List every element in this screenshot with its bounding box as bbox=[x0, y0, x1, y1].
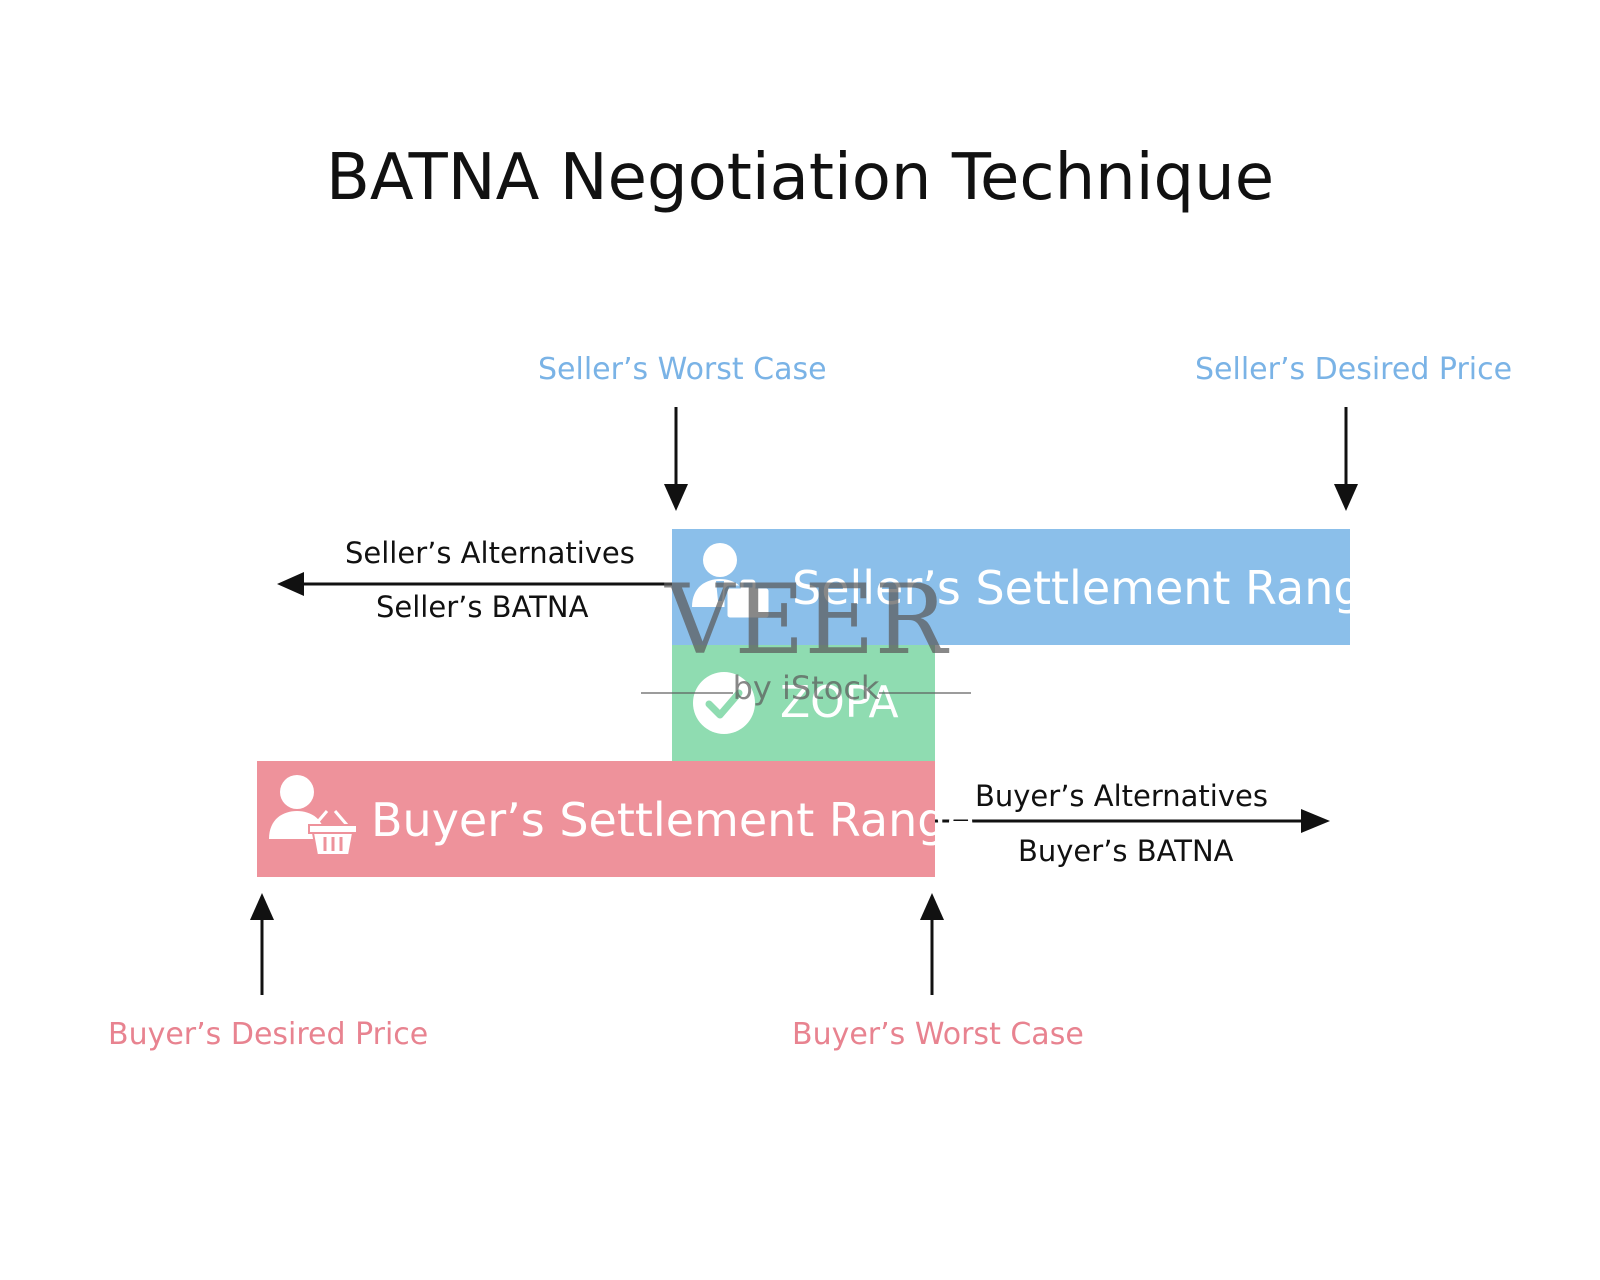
buyer-person-basket-icon bbox=[269, 775, 358, 856]
seller-alternatives-arrow bbox=[277, 572, 672, 596]
watermark-main: VEER bbox=[665, 564, 947, 676]
zopa-area: ZOPA bbox=[672, 645, 935, 761]
buyer-alternatives-arrow bbox=[935, 809, 1330, 833]
seller-settlement-range: Seller’s Settlement Range bbox=[672, 529, 1391, 645]
seller-range-label: Seller’s Settlement Range bbox=[792, 561, 1391, 615]
buyer-settlement-range: Buyer’s Settlement Range bbox=[257, 761, 975, 877]
page-title: BATNA Negotiation Technique bbox=[325, 141, 1275, 215]
seller-batna-label: Seller’s BATNA bbox=[376, 590, 589, 624]
seller-worst-case-label: Seller’s Worst Case bbox=[538, 352, 827, 387]
buyer-worst-case-arrow bbox=[920, 893, 944, 995]
seller-worst-case-arrow bbox=[664, 407, 688, 511]
watermark-sub: by iStock bbox=[732, 669, 880, 707]
buyer-range-label: Buyer’s Settlement Range bbox=[371, 793, 975, 847]
seller-desired-price-arrow bbox=[1334, 407, 1358, 511]
check-circle-icon bbox=[693, 672, 755, 734]
zopa-label: ZOPA bbox=[780, 677, 899, 728]
seller-alternatives-label: Seller’s Alternatives bbox=[345, 536, 635, 570]
buyer-worst-case-label: Buyer’s Worst Case bbox=[792, 1017, 1084, 1052]
buyer-alternatives-label: Buyer’s Alternatives bbox=[975, 779, 1268, 813]
watermark: VEER by iStock bbox=[636, 570, 976, 720]
buyer-desired-price-arrow bbox=[250, 893, 274, 995]
seller-desired-price-label: Seller’s Desired Price bbox=[1195, 352, 1513, 387]
watermark-line-right bbox=[879, 692, 971, 694]
watermark-line-left bbox=[641, 692, 733, 694]
buyer-desired-price-label: Buyer’s Desired Price bbox=[108, 1017, 429, 1052]
buyer-batna-label: Buyer’s BATNA bbox=[1018, 834, 1234, 868]
seller-person-icon bbox=[692, 543, 772, 621]
